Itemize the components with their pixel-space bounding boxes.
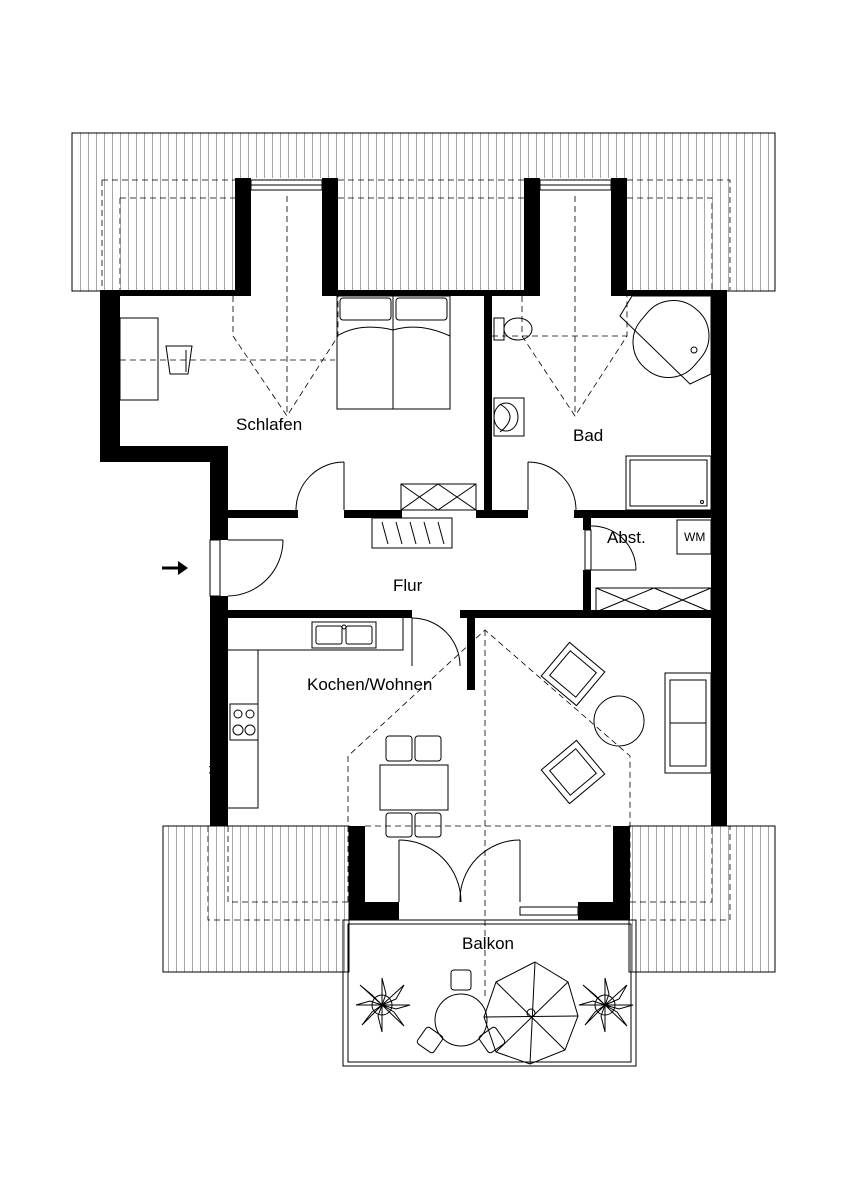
room-label-balkon: Balkon	[462, 934, 514, 953]
watermark: www.grundriss.com	[208, 730, 220, 826]
schlafen-furniture	[119, 295, 477, 511]
appliance-label-wm: WM	[684, 530, 706, 544]
balkon-furniture	[342, 919, 637, 1067]
exterior-walls	[100, 178, 727, 920]
flur-fixtures	[209, 517, 712, 613]
entrance-arrow-icon	[162, 561, 188, 575]
roof-bottom	[162, 825, 776, 973]
interior-walls	[228, 290, 727, 690]
room-label-schlafen: Schlafen	[236, 415, 303, 434]
room-label-abst: Abst.	[607, 528, 646, 547]
dormer-outlines	[120, 196, 631, 1000]
kitchen-furniture	[228, 617, 712, 903]
plant-icon	[355, 977, 411, 1033]
room-label-kochen-wohnen: Kochen/Wohnen	[307, 675, 433, 694]
dormer-windows	[250, 179, 612, 916]
plant-icon	[578, 977, 634, 1033]
bad-fixtures	[493, 295, 712, 511]
roof-top	[71, 132, 776, 296]
room-label-flur: Flur	[393, 576, 423, 595]
room-label-bad: Bad	[573, 426, 604, 445]
